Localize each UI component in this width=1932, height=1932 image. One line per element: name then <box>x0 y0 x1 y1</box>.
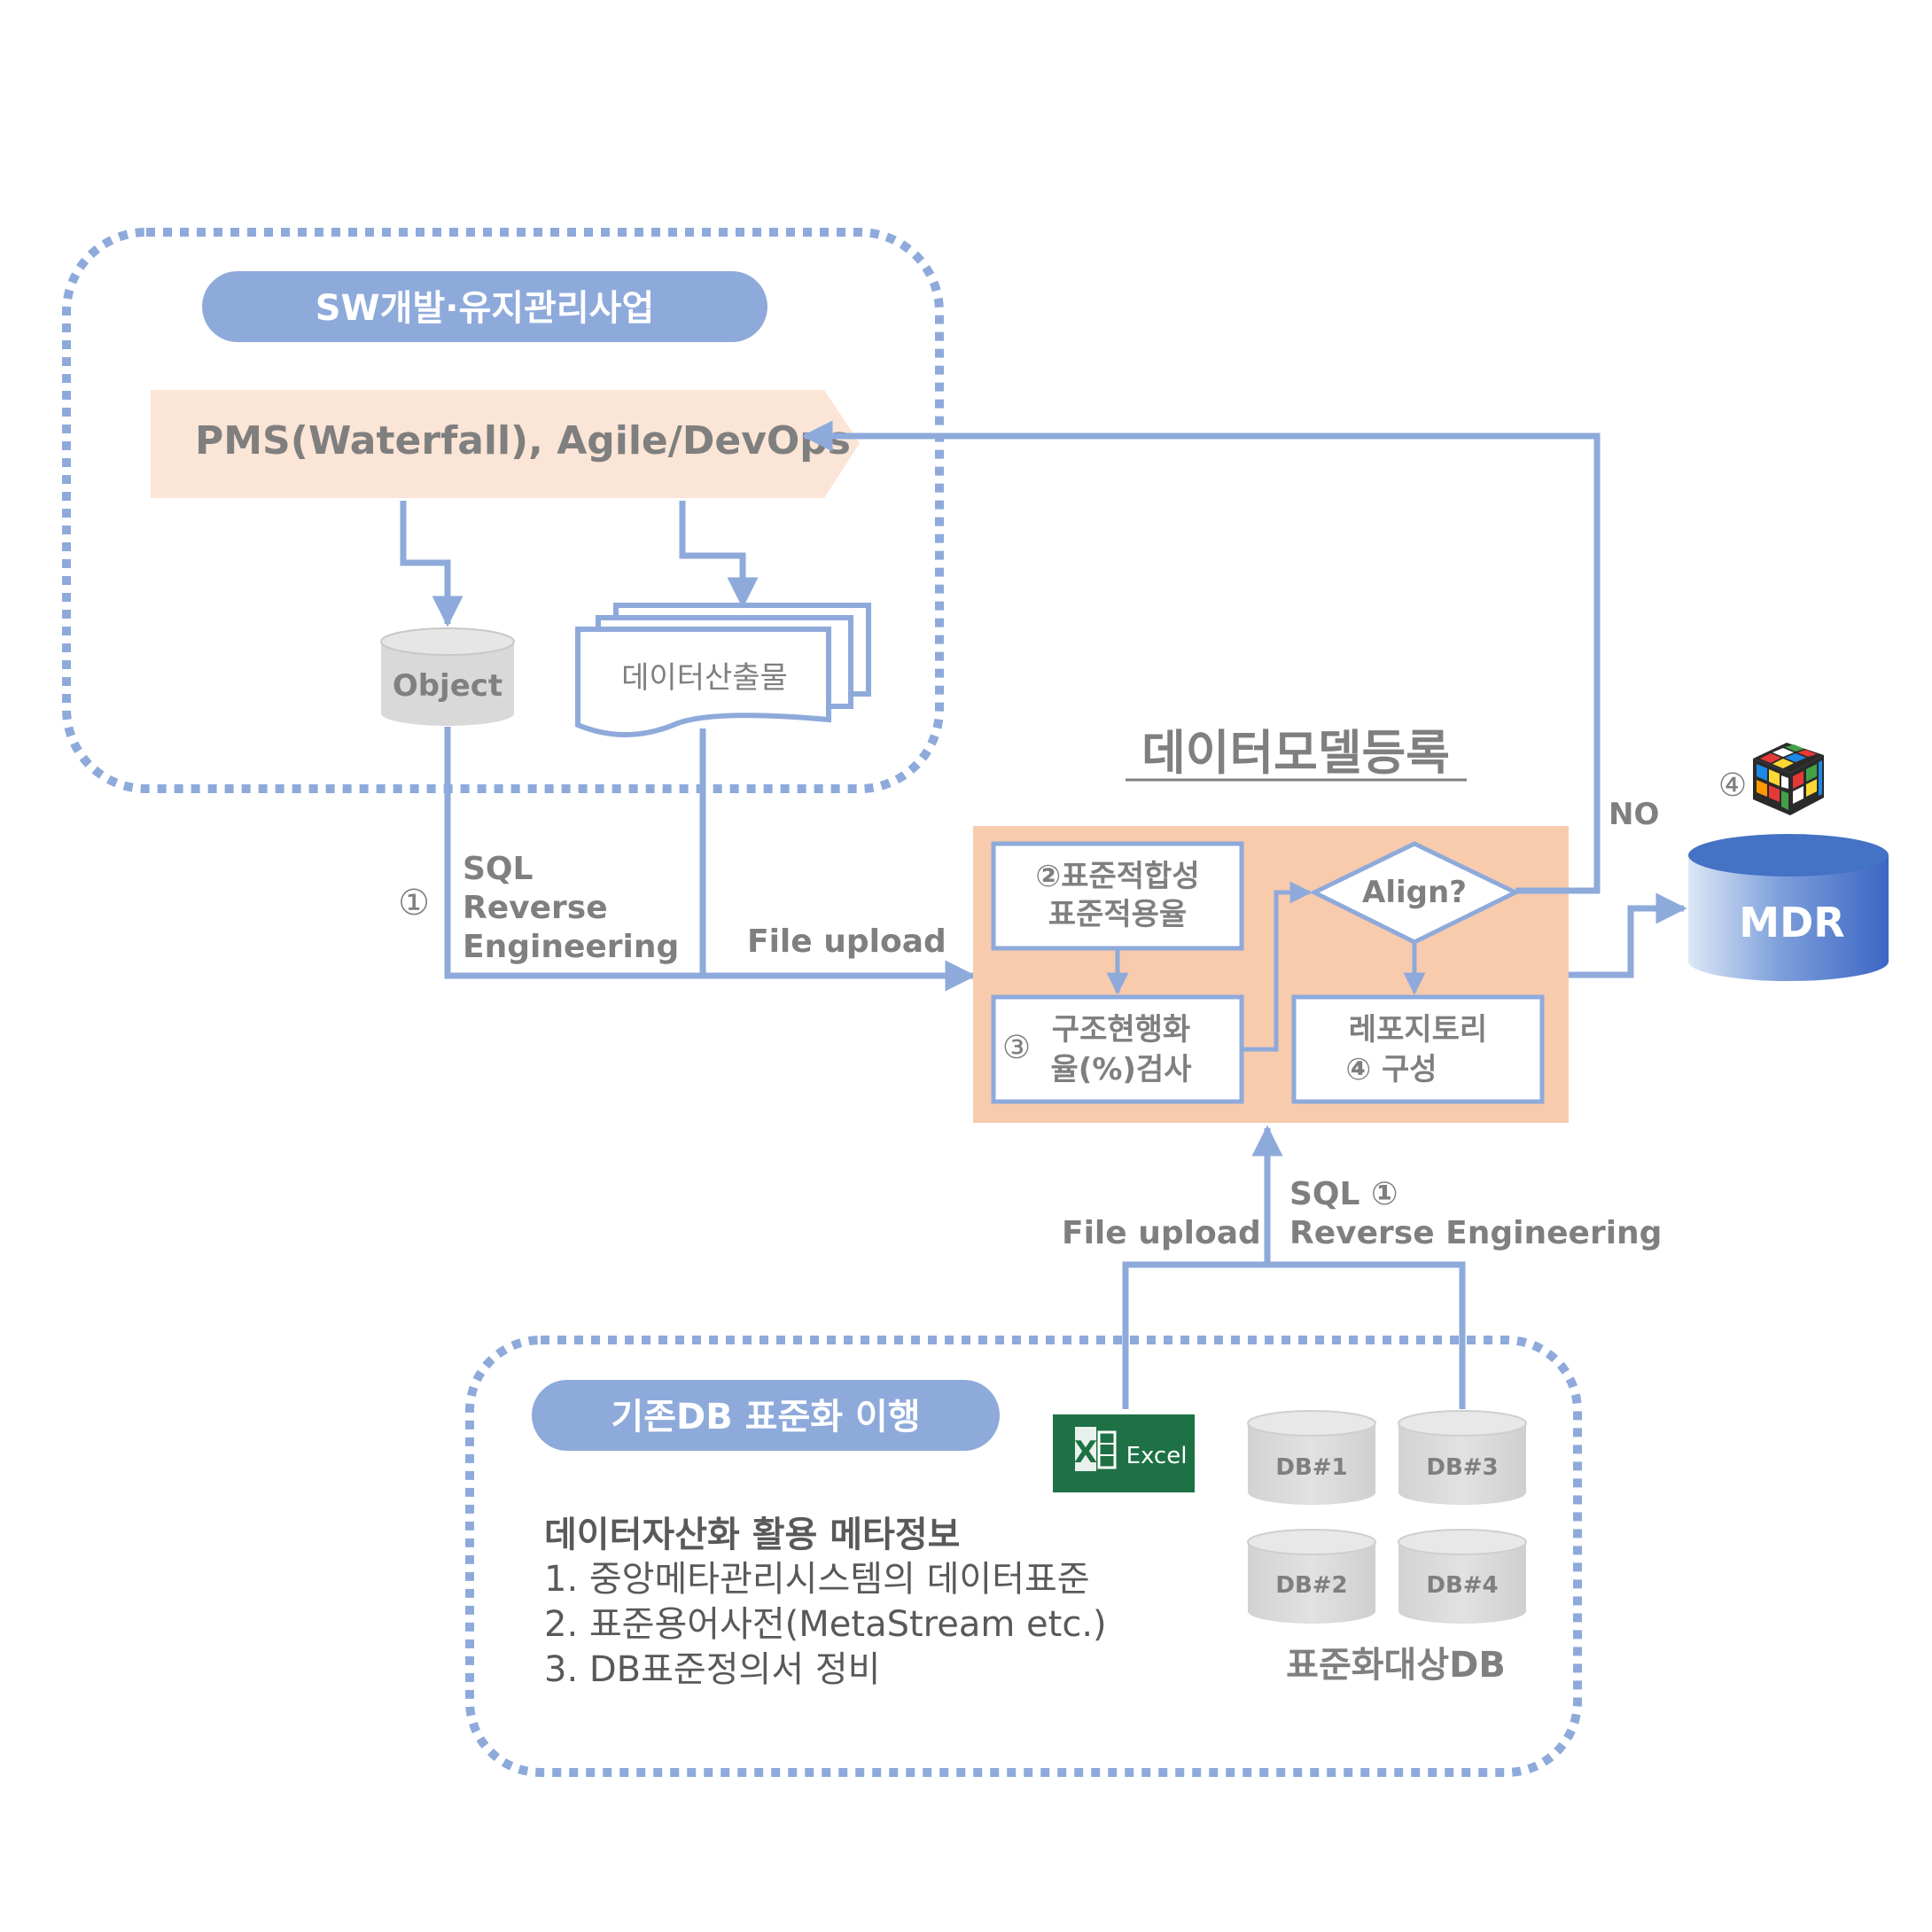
align-decision-label: Align? <box>1362 875 1467 910</box>
process-banner <box>151 390 860 498</box>
excel-icon: X <box>1053 1414 1195 1492</box>
repository-line-1: 레포지토리 <box>1349 1012 1487 1048</box>
meta-item-2: 2. 표준용어사전(MetaStream etc.) <box>544 1604 1107 1645</box>
svg-text:X: X <box>1074 1435 1097 1470</box>
meta-heading: 데이터자산화 활용 메타정보 <box>544 1515 960 1555</box>
no-label: NO <box>1609 797 1659 832</box>
mdr-cylinder <box>1688 834 1889 981</box>
top-group-title: SW개발·유지관리사업 <box>316 288 655 329</box>
bottom-merge-line <box>1122 1261 1466 1409</box>
db-label-1: DB#1 <box>1275 1454 1347 1481</box>
repository-line-2: ④ 구성 <box>1345 1052 1437 1087</box>
step3-line-1: 구조현행화 <box>1052 1012 1190 1048</box>
step2-line-1: ②표준적합성 <box>1035 859 1199 894</box>
rubiks-cube-icon <box>1753 743 1824 815</box>
step3-box <box>991 994 1244 1104</box>
bottom-group-title: 기존DB 표준화 이행 <box>611 1397 920 1437</box>
step2-box <box>991 841 1244 951</box>
bottom-reverse-engineering-label: Reverse Engineering <box>1289 1215 1662 1251</box>
mdr-label: MDR <box>1739 899 1844 947</box>
bottom-sql-label: SQL ① <box>1289 1176 1398 1212</box>
db-cylinder-3 <box>1398 1410 1527 1505</box>
top-group-border <box>62 228 944 793</box>
object-flow-line <box>444 727 977 992</box>
bottom-group-title-pill <box>532 1380 1000 1451</box>
step2-line-2: 표준적용율 <box>1048 897 1187 932</box>
db-label-4: DB#4 <box>1426 1572 1498 1599</box>
repository-box <box>1291 994 1545 1104</box>
left-step-marker: ① <box>398 883 430 923</box>
left-file-upload-label: File upload <box>747 923 947 960</box>
db-cylinder-1 <box>1247 1410 1376 1505</box>
deliverables-label: 데이터산출물 <box>621 660 788 696</box>
meta-item-3: 3. DB표준정의서 정비 <box>544 1649 880 1690</box>
db-cylinder-2 <box>1247 1529 1376 1624</box>
db-cylinder-4 <box>1398 1529 1527 1624</box>
panel-to-mdr-arrow <box>1569 892 1687 978</box>
left-sql-line-3: Engineering <box>463 929 679 965</box>
left-sql-line-1: SQL <box>463 851 533 887</box>
meta-item-1: 1. 중앙메타관리시스템의 데이터표준 <box>544 1559 1090 1600</box>
bottom-file-upload-label: File upload <box>1062 1215 1261 1251</box>
bottom-group-border <box>465 1336 1582 1777</box>
banner-to-deliverables-arrow <box>679 501 759 609</box>
banner-to-object-arrow <box>400 501 464 627</box>
excel-label: Excel <box>1126 1443 1188 1469</box>
step3-marker: ③ <box>1002 1030 1031 1066</box>
step3-line-2: 율(%)검사 <box>1051 1052 1192 1087</box>
mdr-step-marker: ④ <box>1718 767 1747 804</box>
step3-to-decision-arrow <box>1242 881 1313 1052</box>
left-sql-line-2: Reverse <box>463 890 608 926</box>
process-banner-label: PMS(Waterfall), Agile/DevOps <box>195 418 851 464</box>
deliverables-document-icon <box>575 603 871 737</box>
no-feedback-arrow <box>801 420 1601 894</box>
db-label-3: DB#3 <box>1426 1454 1498 1481</box>
object-label: Object <box>393 668 502 704</box>
registration-title: 데이터모델등록 <box>1141 725 1450 781</box>
db-label-2: DB#2 <box>1275 1572 1347 1599</box>
object-cylinder <box>380 627 515 726</box>
db-caption: 표준화대상DB <box>1286 1645 1506 1686</box>
top-group-title-pill <box>202 271 767 342</box>
